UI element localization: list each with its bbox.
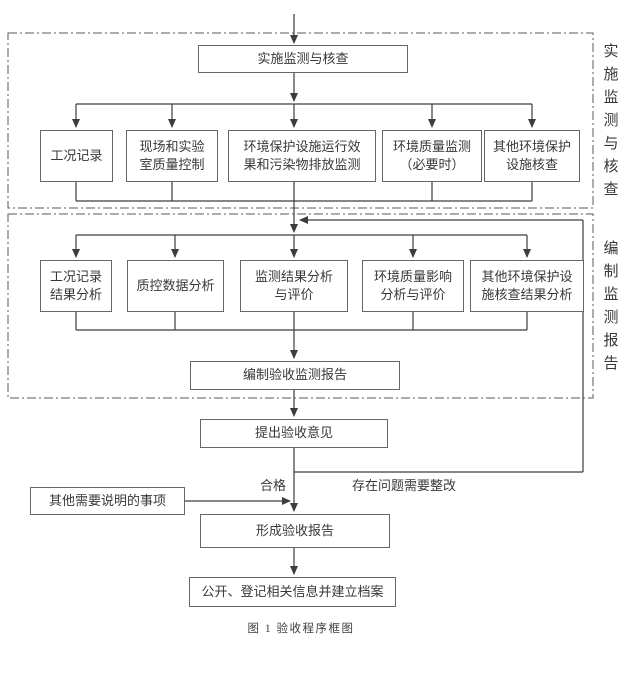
label-rework: 存在问题需要整改 [352, 478, 457, 493]
box-env-impact-evaluation: 环境质量影响 分析与评价 [362, 260, 464, 312]
box-env-quality-monitoring: 环境质量监测 （必要时） [382, 130, 482, 182]
box-publish-archive: 公开、登记相关信息并建立档案 [189, 577, 396, 607]
box-implement-monitoring: 实施监测与核查 [198, 45, 408, 73]
box-qc-data-analysis: 质控数据分析 [127, 260, 224, 312]
box-form-acceptance-report: 形成验收报告 [200, 514, 390, 548]
box-other-facility-check: 其他环境保护 设施核查 [484, 130, 580, 182]
section-label-compile-report: 编制监测报告 [603, 240, 619, 372]
flow-arrows [72, 14, 584, 575]
box-other-facility-result-analysis: 其他环境保护设 施核查结果分析 [470, 260, 584, 312]
box-facility-emission-monitoring: 环境保护设施运行效 果和污染物排放监测 [228, 130, 376, 182]
box-other-notes: 其他需要说明的事项 [30, 487, 185, 515]
box-propose-acceptance-opinion: 提出验收意见 [200, 419, 388, 448]
section-label-implement-monitoring: 实施监测与核查 [603, 43, 619, 198]
box-condition-record: 工况记录 [40, 130, 113, 182]
box-compile-monitoring-report: 编制验收监测报告 [190, 361, 400, 390]
figure-caption: 图 1 验收程序框图 [247, 623, 355, 635]
box-site-lab-qc: 现场和实验 室质量控制 [126, 130, 218, 182]
box-condition-result-analysis: 工况记录 结果分析 [40, 260, 112, 312]
label-pass: 合格 [259, 478, 286, 493]
dashed-section-borders [7, 32, 594, 399]
box-monitoring-result-evaluation: 监测结果分析 与评价 [240, 260, 348, 312]
